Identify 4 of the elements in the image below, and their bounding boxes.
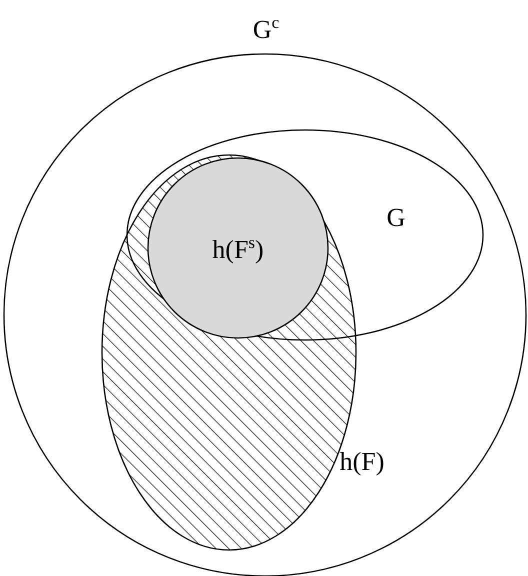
set-label: h(F$^{s}$) xyxy=(212,237,264,263)
set-label: G xyxy=(386,205,406,231)
set-label: G$^{c}$ xyxy=(252,17,280,43)
set-label: h(F) xyxy=(340,449,384,475)
